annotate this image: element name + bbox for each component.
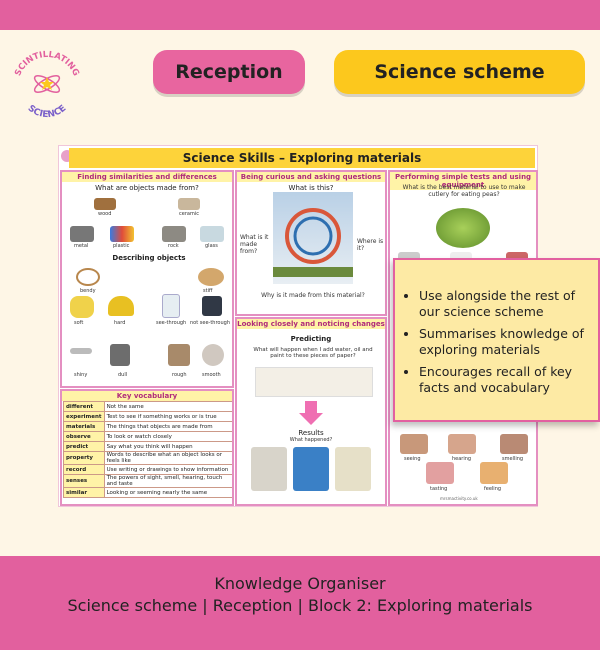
list-item: Use alongside the rest of our science sc… (419, 288, 590, 320)
panel-closely: Looking closely and noticing changes Pre… (235, 317, 387, 506)
panel-question: What are objects made from? (95, 184, 199, 192)
peas-image (436, 208, 490, 248)
feeling-image (480, 462, 508, 484)
smooth-image (202, 344, 224, 366)
wood-image (94, 198, 116, 210)
reception-badge: Reception (153, 50, 305, 94)
summary-callout: Use alongside the rest of our science sc… (393, 258, 600, 422)
soft-image (70, 296, 94, 318)
rollercoaster-image (273, 192, 353, 284)
describe-title: Describing objects (112, 254, 186, 262)
list-item: Encourages recall of key facts and vocab… (419, 364, 590, 396)
not-see-through-image (202, 296, 222, 316)
panel-head: Being curious and asking questions (237, 172, 385, 182)
shiny-image (70, 348, 92, 354)
footer-title: Knowledge Organiser (214, 574, 386, 593)
stiff-image (198, 268, 224, 286)
organiser-title: Science Skills – Exploring materials (69, 148, 535, 168)
smelling-image (500, 434, 528, 454)
ceramic-image (178, 198, 200, 210)
hearing-image (448, 434, 476, 454)
panel-head: Finding similarities and differences (62, 172, 232, 182)
glass-image (200, 226, 224, 242)
result-oil-image (335, 447, 371, 491)
rock-image (162, 226, 186, 242)
list-item: Summarises knowledge of exploring materi… (419, 326, 590, 358)
scintillating-science-logo: SCINTILLATING SCIENCE (13, 50, 81, 121)
panel-curious: Being curious and asking questions What … (235, 170, 387, 316)
panel-head: Performing simple tests and using equipm… (390, 172, 536, 190)
bendy-image (76, 268, 100, 286)
dull-image (110, 344, 130, 366)
svg-text:SCINTILLATING: SCINTILLATING (13, 50, 81, 78)
panel-head: Key vocabulary (62, 391, 232, 401)
arrow-down-icon (299, 401, 323, 425)
watermark: mrsmactivity.co.uk (440, 496, 478, 501)
footer-banner: Knowledge Organiser Science scheme | Rec… (0, 556, 600, 650)
tasting-image (426, 462, 454, 484)
panel-head: Looking closely and noticing changes (237, 319, 385, 329)
summary-list: Use alongside the rest of our science sc… (409, 288, 590, 396)
plastic-image (110, 226, 134, 242)
top-bar (0, 0, 600, 30)
science-scheme-badge: Science scheme (334, 50, 585, 94)
footer-subtitle: Science scheme | Reception | Block 2: Ex… (67, 596, 533, 615)
hard-image (108, 296, 134, 316)
result-water-image (251, 447, 287, 491)
panel-similarities: Finding similarities and differences Wha… (60, 170, 234, 388)
paper-samples-image (255, 367, 373, 397)
rough-image (168, 344, 190, 366)
seeing-image (400, 434, 428, 454)
see-through-image (162, 294, 180, 318)
svg-text:SCIENCE: SCIENCE (26, 104, 69, 121)
result-paint-image (293, 447, 329, 491)
metal-image (70, 226, 94, 242)
